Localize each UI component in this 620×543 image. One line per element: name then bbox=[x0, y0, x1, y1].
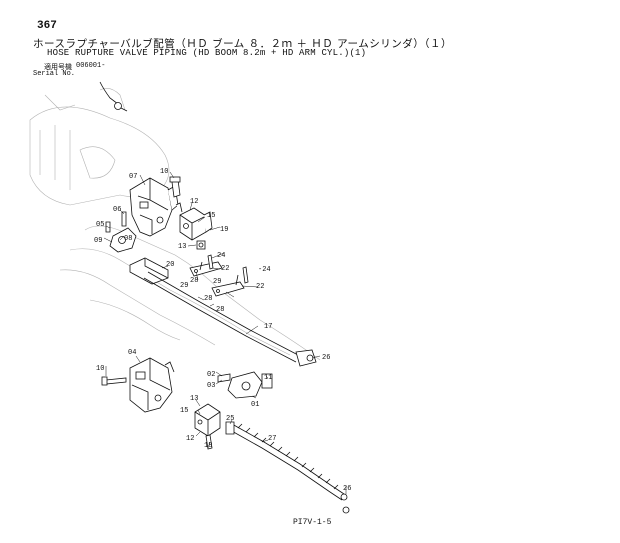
callout-15-lower: 15 bbox=[180, 407, 188, 415]
callout-29-b: 29 bbox=[180, 282, 188, 290]
flange-left bbox=[105, 211, 137, 253]
callout-26-lower: 26 bbox=[343, 485, 351, 493]
title-english: HOSE RUPTURE VALVE PIPING (HD BOOM 8.2m … bbox=[47, 48, 367, 58]
callout-28-b: 28 bbox=[204, 295, 212, 303]
callout-28-a: 28 bbox=[190, 277, 198, 285]
serial-value: 006001- bbox=[76, 62, 106, 70]
clamp-assembly bbox=[129, 257, 245, 297]
callout-25: 25 bbox=[226, 415, 234, 423]
valve-lower bbox=[129, 357, 175, 413]
serial-label-japanese: 適用号機 bbox=[44, 63, 72, 71]
callout-20: 20 bbox=[166, 261, 174, 269]
callout-05: 05 bbox=[96, 221, 104, 229]
callout-03: 03 bbox=[207, 382, 215, 390]
title-japanese: ホースラプチャーバルブ配管（ＨＤ ブーム ８．２ｍ ＋ ＨＤ アームシリンダ）（… bbox=[33, 38, 452, 50]
callout-29-a: 29 bbox=[213, 278, 221, 286]
steel-pipe bbox=[143, 271, 317, 367]
callout-06: 06 bbox=[113, 206, 121, 214]
callout-13-lower: 13 bbox=[190, 395, 198, 403]
block-lower bbox=[194, 403, 221, 450]
callout-17: 17 bbox=[264, 323, 272, 331]
callout-15-upper: 15 bbox=[207, 212, 215, 220]
callout-24-b: -24 bbox=[258, 266, 271, 274]
callout-12-upper: 12 bbox=[190, 198, 198, 206]
bolt-10-lower bbox=[101, 376, 127, 386]
callout-28-c: 28 bbox=[216, 306, 224, 314]
callout-04: 04 bbox=[128, 349, 136, 357]
upper-left-fitting bbox=[99, 81, 128, 112]
page-code: PI7V-1-5 bbox=[293, 518, 332, 527]
leader-lines bbox=[103, 171, 347, 494]
callout-13-upper: 13 bbox=[178, 243, 186, 251]
callout-12-lower: 12 bbox=[186, 435, 194, 443]
callout-labels: 07 10 06 12 15 19 05 08 09 13 24 20 22 2… bbox=[94, 168, 351, 493]
callout-10-lower: 10 bbox=[96, 365, 104, 373]
callout-11: 11 bbox=[264, 374, 272, 382]
callout-26-upper: 26 bbox=[322, 354, 330, 362]
block-right-upper bbox=[175, 202, 213, 241]
callout-27: 27 bbox=[268, 435, 276, 443]
callout-09: 09 bbox=[94, 237, 102, 245]
page-number: 367 bbox=[37, 20, 57, 32]
callout-01: 01 bbox=[251, 401, 259, 409]
callout-02: 02 bbox=[207, 371, 215, 379]
callout-24-a: 24 bbox=[217, 252, 225, 260]
bolt-10-upper bbox=[169, 176, 181, 198]
flexible-hose bbox=[225, 421, 350, 514]
callout-18: 18 bbox=[204, 442, 212, 450]
flange-right-lower bbox=[217, 371, 273, 399]
part-13-upper bbox=[196, 240, 206, 250]
callout-10-upper: 10 bbox=[160, 168, 168, 176]
callout-08: 08 bbox=[124, 235, 132, 243]
callout-22-a: 22 bbox=[221, 265, 229, 273]
machine-outline bbox=[29, 88, 321, 361]
callout-22-b: 22 bbox=[256, 283, 264, 291]
valve-upper bbox=[129, 177, 179, 237]
serial-label-english: Serial No. bbox=[33, 70, 76, 78]
callout-19: 19 bbox=[220, 226, 228, 234]
callout-07: 07 bbox=[129, 173, 137, 181]
